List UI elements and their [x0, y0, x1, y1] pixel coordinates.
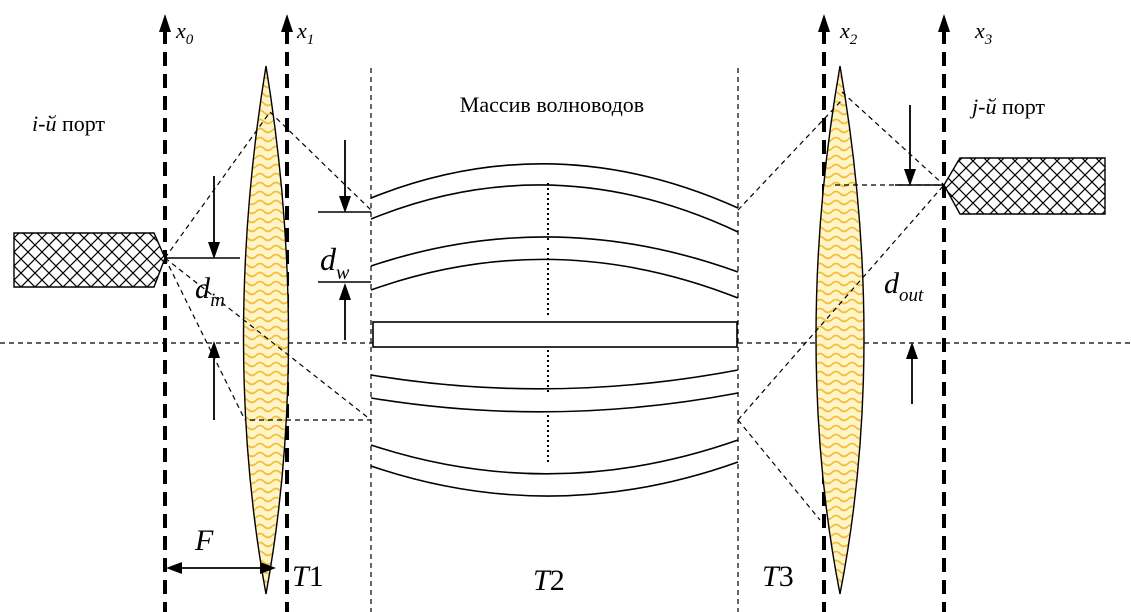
- central-waveguide: [372, 321, 738, 348]
- input-port-label: i-й порт: [32, 111, 105, 136]
- lens-t3: [815, 65, 865, 595]
- waveguide-array: [370, 163, 739, 497]
- dout-label: dout: [884, 267, 924, 306]
- focal-dimension: [166, 562, 276, 574]
- axis-x3-label: x3: [974, 18, 992, 48]
- din-label: din: [195, 272, 225, 311]
- output-rays: [737, 91, 945, 521]
- dw-label: dw: [320, 241, 350, 284]
- dw-dimension: [318, 140, 371, 340]
- input-port-waveguide: [13, 232, 166, 288]
- axis-x1-label: x1: [296, 18, 314, 48]
- dout-dimension: [904, 105, 918, 404]
- axis-x3: [938, 14, 950, 612]
- axis-x0: [159, 14, 171, 612]
- din-dimension: [208, 176, 220, 420]
- output-port-label: j-й порт: [969, 94, 1045, 119]
- input-rays: [164, 111, 372, 421]
- lens-t1: [242, 65, 290, 595]
- array-title: Массив волноводов: [460, 92, 644, 117]
- focal-label: F: [194, 524, 214, 557]
- output-port-waveguide: [943, 157, 1106, 215]
- axis-x2-label: x2: [839, 18, 858, 48]
- section-t3-label: T3: [762, 560, 794, 593]
- section-t1-label: T1: [292, 560, 324, 593]
- section-t2-label: T2: [533, 564, 565, 597]
- axis-x0-label: x0: [175, 18, 194, 48]
